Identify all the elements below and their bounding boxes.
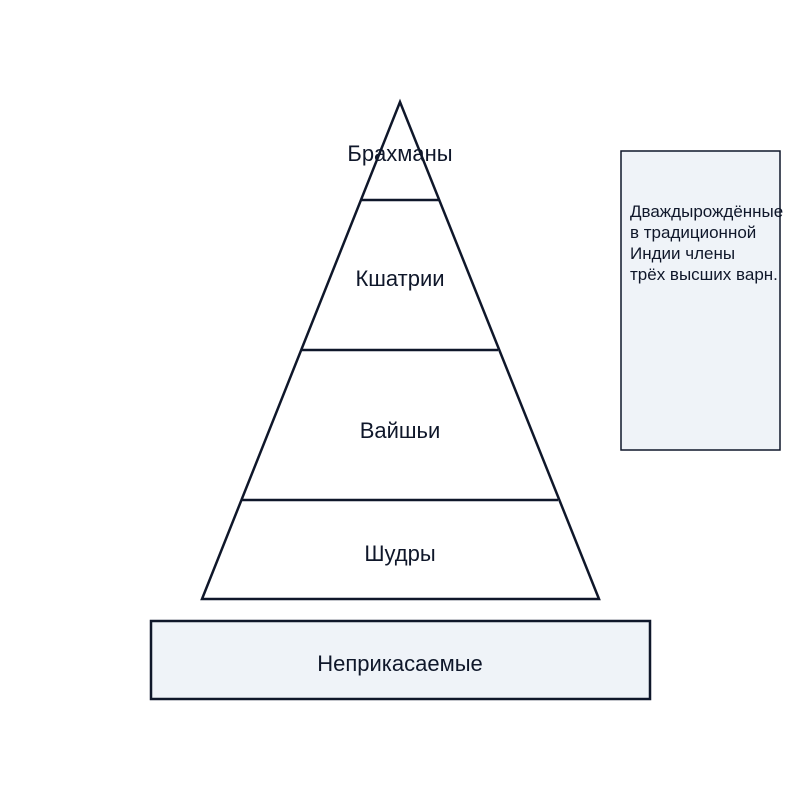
tier-label-brahmins: Брахманы xyxy=(347,141,452,166)
tier-label-kshatriyas: Кшатрии xyxy=(355,266,444,291)
tier-label-vaishyas: Вайшьи xyxy=(360,418,441,443)
untouchables-label: Неприкасаемые xyxy=(317,651,483,676)
pyramid-outline xyxy=(200,98,601,601)
note-box xyxy=(620,150,781,451)
untouchables-box xyxy=(149,619,652,701)
note-line-1: Дваждырождённые xyxy=(630,202,783,221)
tier-label-shudras: Шудры xyxy=(364,541,435,566)
note-line-2: в традиционной xyxy=(630,223,756,242)
note-line-3: Индии члены xyxy=(630,244,735,263)
note-line-4: трёх высших варн. xyxy=(630,265,778,284)
